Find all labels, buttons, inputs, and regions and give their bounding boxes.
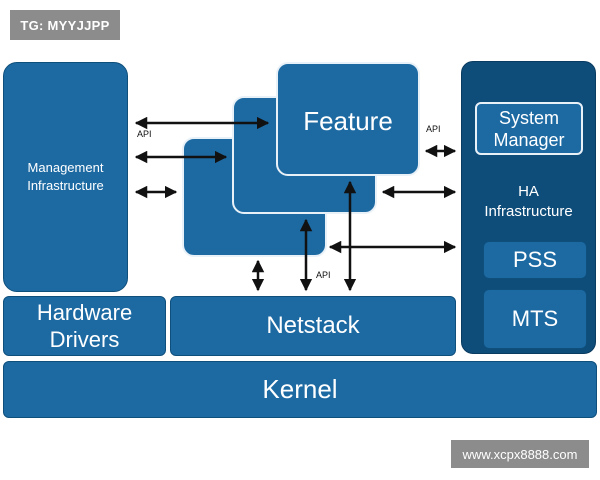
system-manager-block: System Manager: [475, 102, 583, 155]
feature-block-front: Feature: [276, 62, 420, 176]
watermark-bottom-right: www.xcpx8888.com: [451, 440, 589, 468]
mts-block: MTS: [483, 289, 587, 349]
hardware-drivers-block: Hardware Drivers: [3, 296, 166, 356]
pss-block: PSS: [483, 241, 587, 279]
api-label-right: API: [426, 124, 441, 134]
kernel-label: Kernel: [262, 374, 338, 404]
pss-label: PSS: [512, 247, 558, 272]
api-label-bottom: API: [316, 270, 331, 280]
api-label-left: API: [137, 129, 152, 139]
management-label-line2: Infrastructure: [27, 178, 104, 193]
management-label-line1: Management: [27, 160, 104, 175]
netstack-label: Netstack: [266, 312, 360, 339]
watermark-top-left: TG: MYYJJPP: [10, 10, 120, 40]
feature-label: Feature: [303, 106, 393, 136]
system-manager-line2: Manager: [493, 129, 565, 150]
hardware-drivers-line2: Drivers: [49, 327, 120, 352]
ha-infrastructure-label: HA Infrastructure: [461, 182, 596, 222]
management-infrastructure-block: Management Infrastructure: [3, 62, 128, 292]
netstack-block: Netstack: [170, 296, 456, 356]
hardware-drivers-line1: Hardware: [36, 300, 133, 325]
ha-label-line1: HA: [518, 183, 539, 200]
system-manager-line1: System: [498, 107, 559, 128]
mts-label: MTS: [511, 306, 559, 331]
kernel-block: Kernel: [3, 361, 597, 418]
ha-label-line2: Infrastructure: [484, 203, 573, 220]
